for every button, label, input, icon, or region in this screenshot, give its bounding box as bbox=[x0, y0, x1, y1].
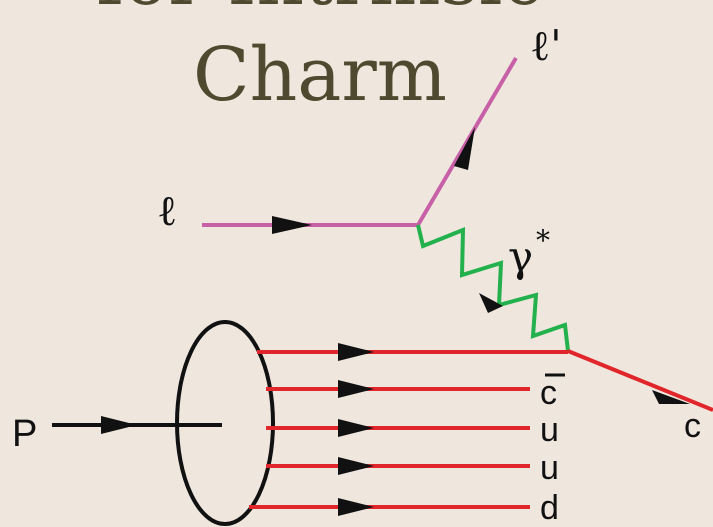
incoming-lepton-arrow bbox=[272, 216, 312, 234]
quark-arrow-u2 bbox=[338, 457, 374, 475]
quark-arrow-u1 bbox=[338, 419, 374, 437]
photon-line bbox=[416, 224, 570, 352]
proton-label: P bbox=[12, 413, 37, 455]
outgoing-charm-line bbox=[567, 349, 713, 412]
outgoing-lepton-label: ℓ' bbox=[530, 21, 562, 70]
quark-arrow-charm-source bbox=[338, 343, 374, 361]
proton-arrow bbox=[101, 416, 137, 434]
outgoing-charm-arrow bbox=[652, 390, 690, 404]
outgoing-lepton-arrow bbox=[454, 127, 475, 170]
outgoing-charm-label: c bbox=[684, 407, 701, 445]
quark-arrow-d bbox=[338, 498, 374, 516]
quark-label-cbar: c bbox=[540, 374, 557, 412]
photon-star-label: * bbox=[536, 224, 550, 257]
title-line-2: Charm bbox=[193, 32, 447, 118]
incoming-lepton-label: ℓ bbox=[157, 186, 177, 235]
quark-label-d: d bbox=[540, 489, 559, 527]
quark-label-u2: u bbox=[540, 449, 559, 487]
outgoing-lepton-line bbox=[416, 56, 518, 227]
photon-label: γ bbox=[508, 232, 533, 281]
quark-arrow-cbar bbox=[338, 380, 374, 398]
title-line-1: for Intrinsic bbox=[96, 0, 543, 22]
quark-label-u1: u bbox=[540, 411, 559, 449]
proton-ellipse bbox=[175, 320, 275, 526]
photon-arrow bbox=[479, 293, 503, 313]
